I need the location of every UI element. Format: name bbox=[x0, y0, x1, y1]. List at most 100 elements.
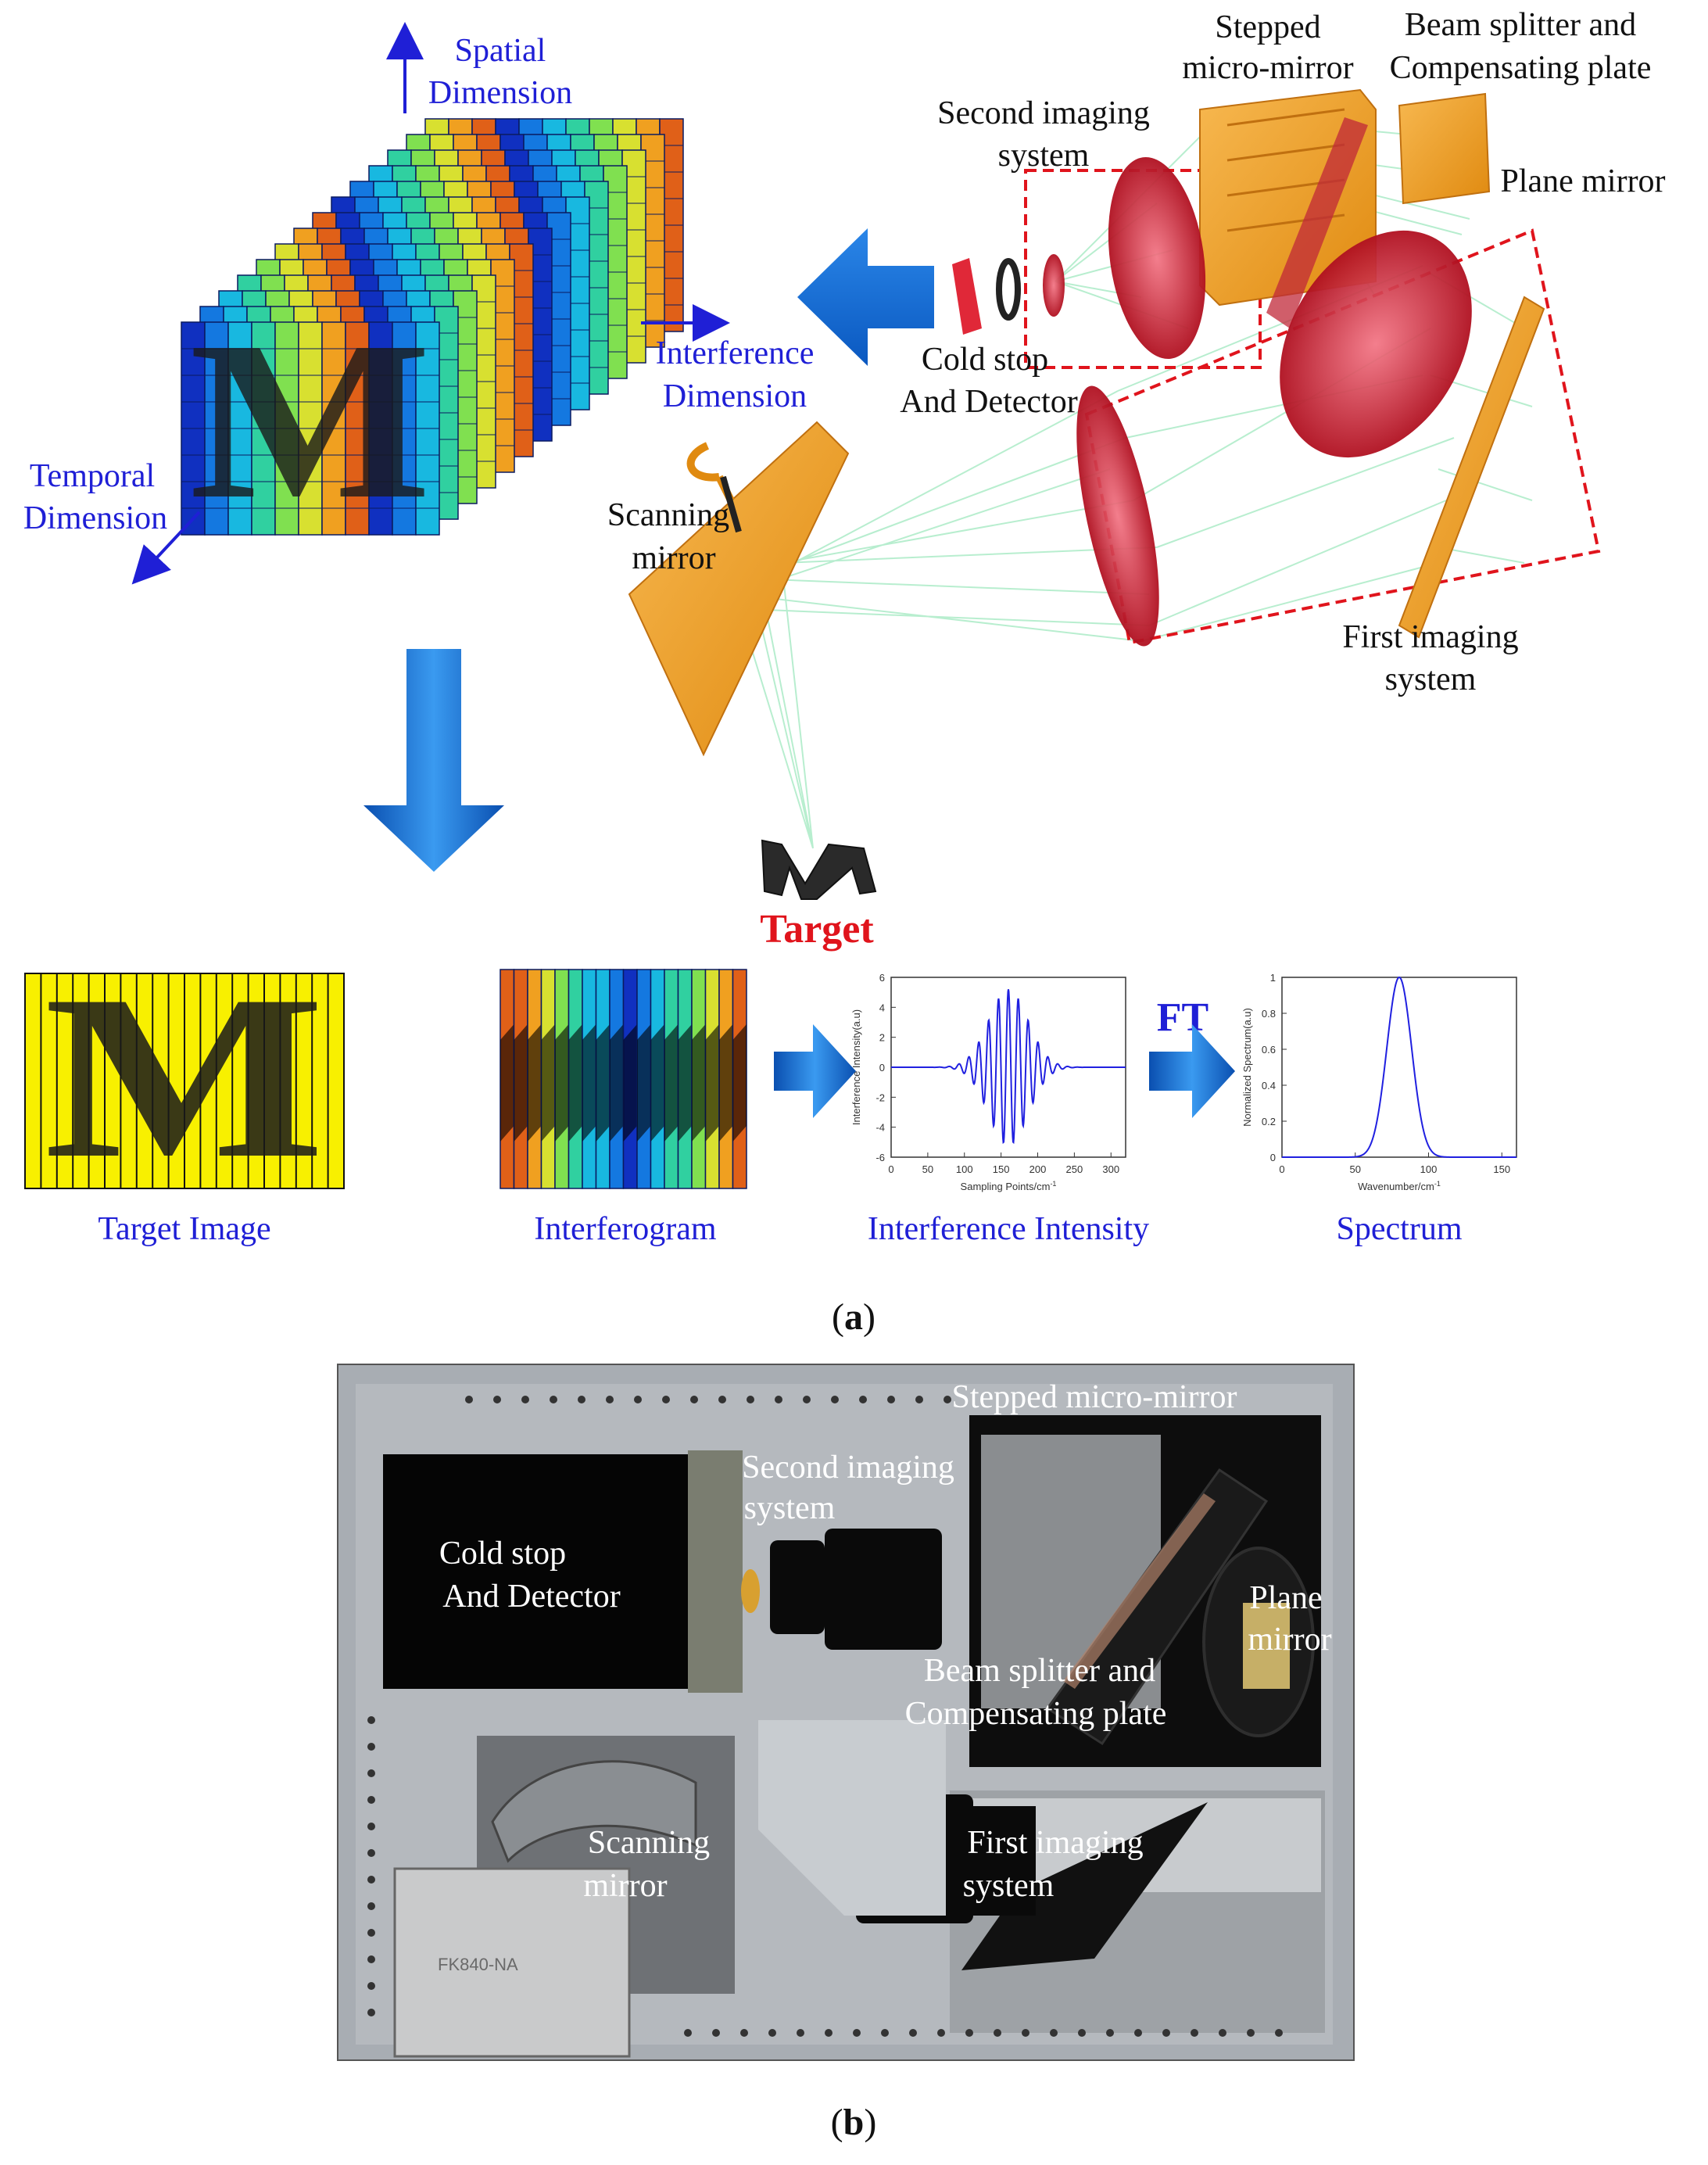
interferogram-shadow bbox=[541, 1024, 555, 1142]
spatial-dimension-label-1: Spatial bbox=[455, 33, 546, 69]
hole bbox=[712, 2029, 720, 2037]
hole bbox=[493, 1396, 501, 1403]
photo-second-imaging-label-1: Second imaging bbox=[742, 1450, 954, 1486]
interferogram-shadow bbox=[719, 1024, 733, 1142]
interferogram-shadow bbox=[582, 1024, 596, 1142]
target-object bbox=[761, 839, 877, 900]
ft-label: FT bbox=[1157, 995, 1208, 1040]
optical-system: Target Stepped micro-mirror Beam splitte… bbox=[607, 7, 1666, 952]
hole bbox=[1134, 2029, 1142, 2037]
y-tick-label: 0.4 bbox=[1262, 1080, 1276, 1091]
hole bbox=[1247, 2029, 1255, 2037]
hole bbox=[1022, 2029, 1029, 2037]
x-tick-label: 0 bbox=[1279, 1163, 1284, 1175]
hole bbox=[1106, 2029, 1114, 2037]
interferogram-shadow bbox=[664, 1024, 679, 1142]
scanning-mirror-label-1: Scanning bbox=[607, 497, 729, 533]
photo-cold-stop-label-2: And Detector bbox=[442, 1579, 620, 1615]
hole bbox=[367, 1876, 375, 1884]
hole bbox=[718, 1396, 726, 1403]
cube-target-glyph: M bbox=[189, 295, 431, 546]
interferogram-shadow bbox=[637, 1024, 651, 1142]
photo-second-imaging-label-2: system bbox=[744, 1490, 836, 1526]
hole bbox=[367, 1796, 375, 1804]
beam-splitter-label-1: Beam splitter and bbox=[1405, 7, 1636, 43]
x-axis-label: Wavenumber/cm-1 bbox=[1358, 1180, 1441, 1192]
photo-plane-mirror-label-1: Plane bbox=[1249, 1580, 1322, 1616]
cold-stop-label-1: Cold stop bbox=[922, 342, 1048, 378]
output-arrow bbox=[797, 228, 934, 366]
interferogram-shadow bbox=[623, 1024, 637, 1142]
series-line bbox=[891, 989, 1126, 1145]
x-tick-label: 250 bbox=[1066, 1163, 1083, 1175]
hole bbox=[887, 1396, 895, 1403]
interferogram-shadow bbox=[514, 1024, 528, 1142]
hole bbox=[521, 1396, 529, 1403]
hole bbox=[662, 1396, 670, 1403]
interferogram-to-intensity-arrow bbox=[774, 1024, 856, 1118]
hole bbox=[1078, 2029, 1086, 2037]
down-arrow bbox=[363, 649, 504, 872]
interferogram-shadow bbox=[705, 1024, 719, 1142]
interferogram-shadow bbox=[528, 1024, 542, 1142]
scan-axis bbox=[720, 475, 742, 533]
x-tick-label: 200 bbox=[1029, 1163, 1047, 1175]
spectrum-label: Spectrum bbox=[1337, 1211, 1463, 1247]
hole bbox=[881, 2029, 889, 2037]
y-tick-label: 0.2 bbox=[1262, 1116, 1276, 1127]
hole bbox=[367, 1823, 375, 1830]
photo-beam-splitter-label-1: Beam splitter and bbox=[924, 1653, 1155, 1689]
hole bbox=[944, 1396, 951, 1403]
scanning-mirror bbox=[628, 421, 850, 757]
first-imaging-lens-front bbox=[1076, 385, 1159, 647]
spatial-dimension-label-2: Dimension bbox=[428, 75, 572, 111]
cold-stop-icon bbox=[996, 258, 1021, 321]
instrument-photo: FK840-NA Stepped micro-mirror Second ima… bbox=[337, 1364, 1355, 2061]
first-imaging-label-1: First imaging bbox=[1342, 619, 1518, 655]
photo-first-imaging-label-2: system bbox=[963, 1868, 1055, 1904]
y-tick-label: 1 bbox=[1270, 972, 1276, 984]
hole bbox=[825, 2029, 833, 2037]
caption-b: (b) bbox=[831, 2102, 877, 2143]
hole bbox=[915, 1396, 923, 1403]
hole bbox=[831, 1396, 839, 1403]
motor-text: FK840-NA bbox=[438, 1955, 518, 1974]
ft-arrow bbox=[1149, 1024, 1235, 1118]
hole bbox=[747, 1396, 754, 1403]
interferogram-shadow bbox=[596, 1024, 610, 1142]
hole bbox=[367, 2009, 375, 2016]
chart-frame bbox=[1281, 977, 1517, 1158]
target-label: Target bbox=[760, 907, 874, 952]
hole bbox=[1162, 2029, 1170, 2037]
x-tick-label: 150 bbox=[993, 1163, 1010, 1175]
temporal-dimension-label-2: Dimension bbox=[23, 500, 167, 536]
hole bbox=[797, 2029, 804, 2037]
y-tick-label: 0.6 bbox=[1262, 1044, 1276, 1056]
x-tick-label: 100 bbox=[956, 1163, 973, 1175]
first-imaging-lens-large bbox=[1280, 230, 1472, 458]
hole bbox=[367, 1929, 375, 1937]
photo-beam-splitter-label-2: Compensating plate bbox=[905, 1696, 1167, 1732]
photo-scanning-mirror-label-2: mirror bbox=[583, 1868, 667, 1904]
interferogram-shadow bbox=[555, 1024, 569, 1142]
interferogram-label: Interferogram bbox=[534, 1211, 717, 1247]
temporal-axis-arrow bbox=[131, 511, 201, 585]
second-imaging-lens-small bbox=[1043, 254, 1065, 317]
second-imaging-lens-large bbox=[1108, 156, 1206, 360]
y-tick-label: 0 bbox=[879, 1062, 885, 1074]
plane-mirror-label: Plane mirror bbox=[1500, 163, 1665, 199]
hole bbox=[1191, 2029, 1198, 2037]
interference-dimension-label-1: Interference bbox=[656, 335, 815, 371]
y-axis-label: Interference Intensity(a.u) bbox=[850, 1009, 862, 1125]
hole bbox=[1275, 2029, 1283, 2037]
photo-first-imaging-label-1: First imaging bbox=[967, 1825, 1143, 1861]
y-tick-label: 0.8 bbox=[1262, 1008, 1276, 1020]
hole bbox=[775, 1396, 782, 1403]
detector-icon bbox=[952, 258, 982, 335]
photo-plane-mirror-label-2: mirror bbox=[1248, 1622, 1331, 1658]
x-tick-label: 100 bbox=[1420, 1163, 1438, 1175]
temporal-dimension-label-1: Temporal bbox=[30, 458, 155, 494]
second-imaging-label-1: Second imaging bbox=[937, 95, 1150, 131]
photo-cold-stop-label-1: Cold stop bbox=[439, 1536, 566, 1572]
